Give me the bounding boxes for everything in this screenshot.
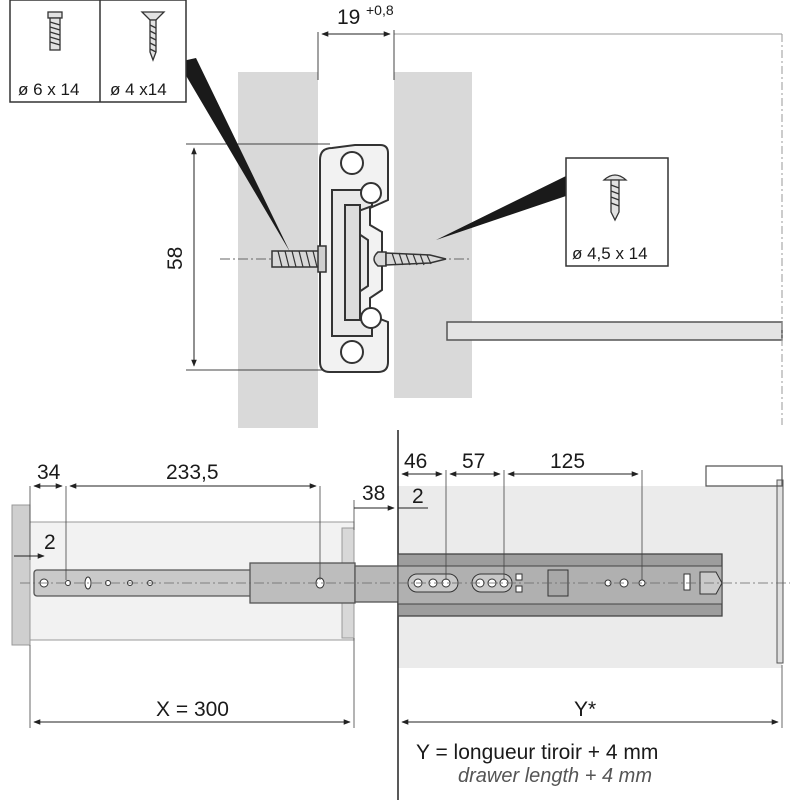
screw-size-label-1: ø 6 x 14 [18,80,79,99]
dim-2-mid: 2 [412,485,424,508]
caption-fr: Y = longueur tiroir + 4 mm [416,741,658,764]
side-view: 34 233,5 2 38 2 46 57 125 X = 300 Y* [11,430,790,800]
euro-screw-icon [47,11,63,51]
dim-46: 46 [404,450,427,473]
dim-125: 125 [550,450,585,473]
drawer-screw [373,251,447,267]
cabinet-screw [271,245,327,273]
gap-tolerance: +0,8 [366,2,394,18]
cabinet-side-panel [238,72,318,428]
height-dimension: 58 [164,247,187,270]
dim-57: 57 [462,450,485,473]
drawer-front [776,479,784,664]
screw-box-cabinet: ø 6 x 14 ø 4 x14 [9,0,187,103]
pan-head-screw-icon [602,174,628,222]
leader-right [436,176,566,240]
dim-233-5: 233,5 [166,461,219,484]
y-dimension-label: Y* [574,698,596,721]
screw-size-label-3: ø 4,5 x 14 [572,244,648,263]
gap-dimension: 19 [337,6,360,29]
countersunk-screw-icon [140,11,166,62]
drawer-rail [354,553,723,617]
caption-en: drawer length + 4 mm [458,765,652,787]
slide-profile [319,144,389,373]
screw-size-label-2: ø 4 x14 [110,80,167,99]
cabinet-rail [33,562,365,604]
dim-38: 38 [362,482,385,505]
dim-34: 34 [37,461,61,484]
x-dimension-label: X = 300 [156,698,229,721]
dim-2-left: 2 [44,531,56,554]
cross-section-view: 19 +0,8 58 [164,2,783,428]
drawer-side-panel [394,72,472,398]
screw-box-drawer: ø 4,5 x 14 [565,157,669,267]
leader-left [178,58,290,252]
drawer-bottom [446,321,783,341]
